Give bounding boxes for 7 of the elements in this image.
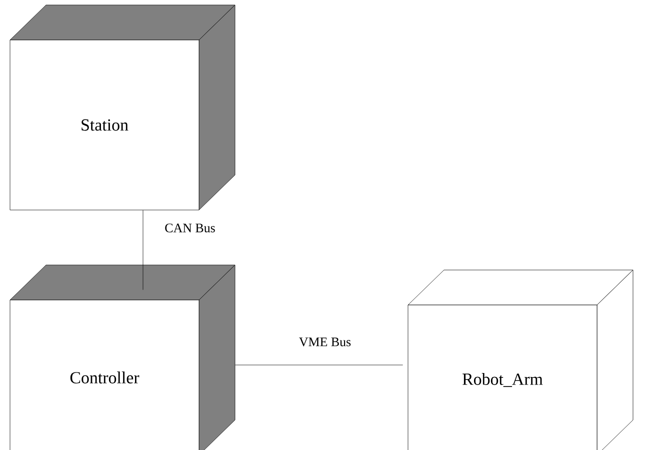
cube-node: Robot_Arm	[408, 270, 634, 450]
connector-line	[235, 364, 403, 366]
edge-label: VME Bus	[298, 336, 352, 348]
cube-node: Controller	[10, 264, 236, 450]
edge-label: CAN Bus	[164, 222, 216, 234]
cube-node: Station	[10, 4, 236, 210]
connector-line	[142, 210, 144, 290]
